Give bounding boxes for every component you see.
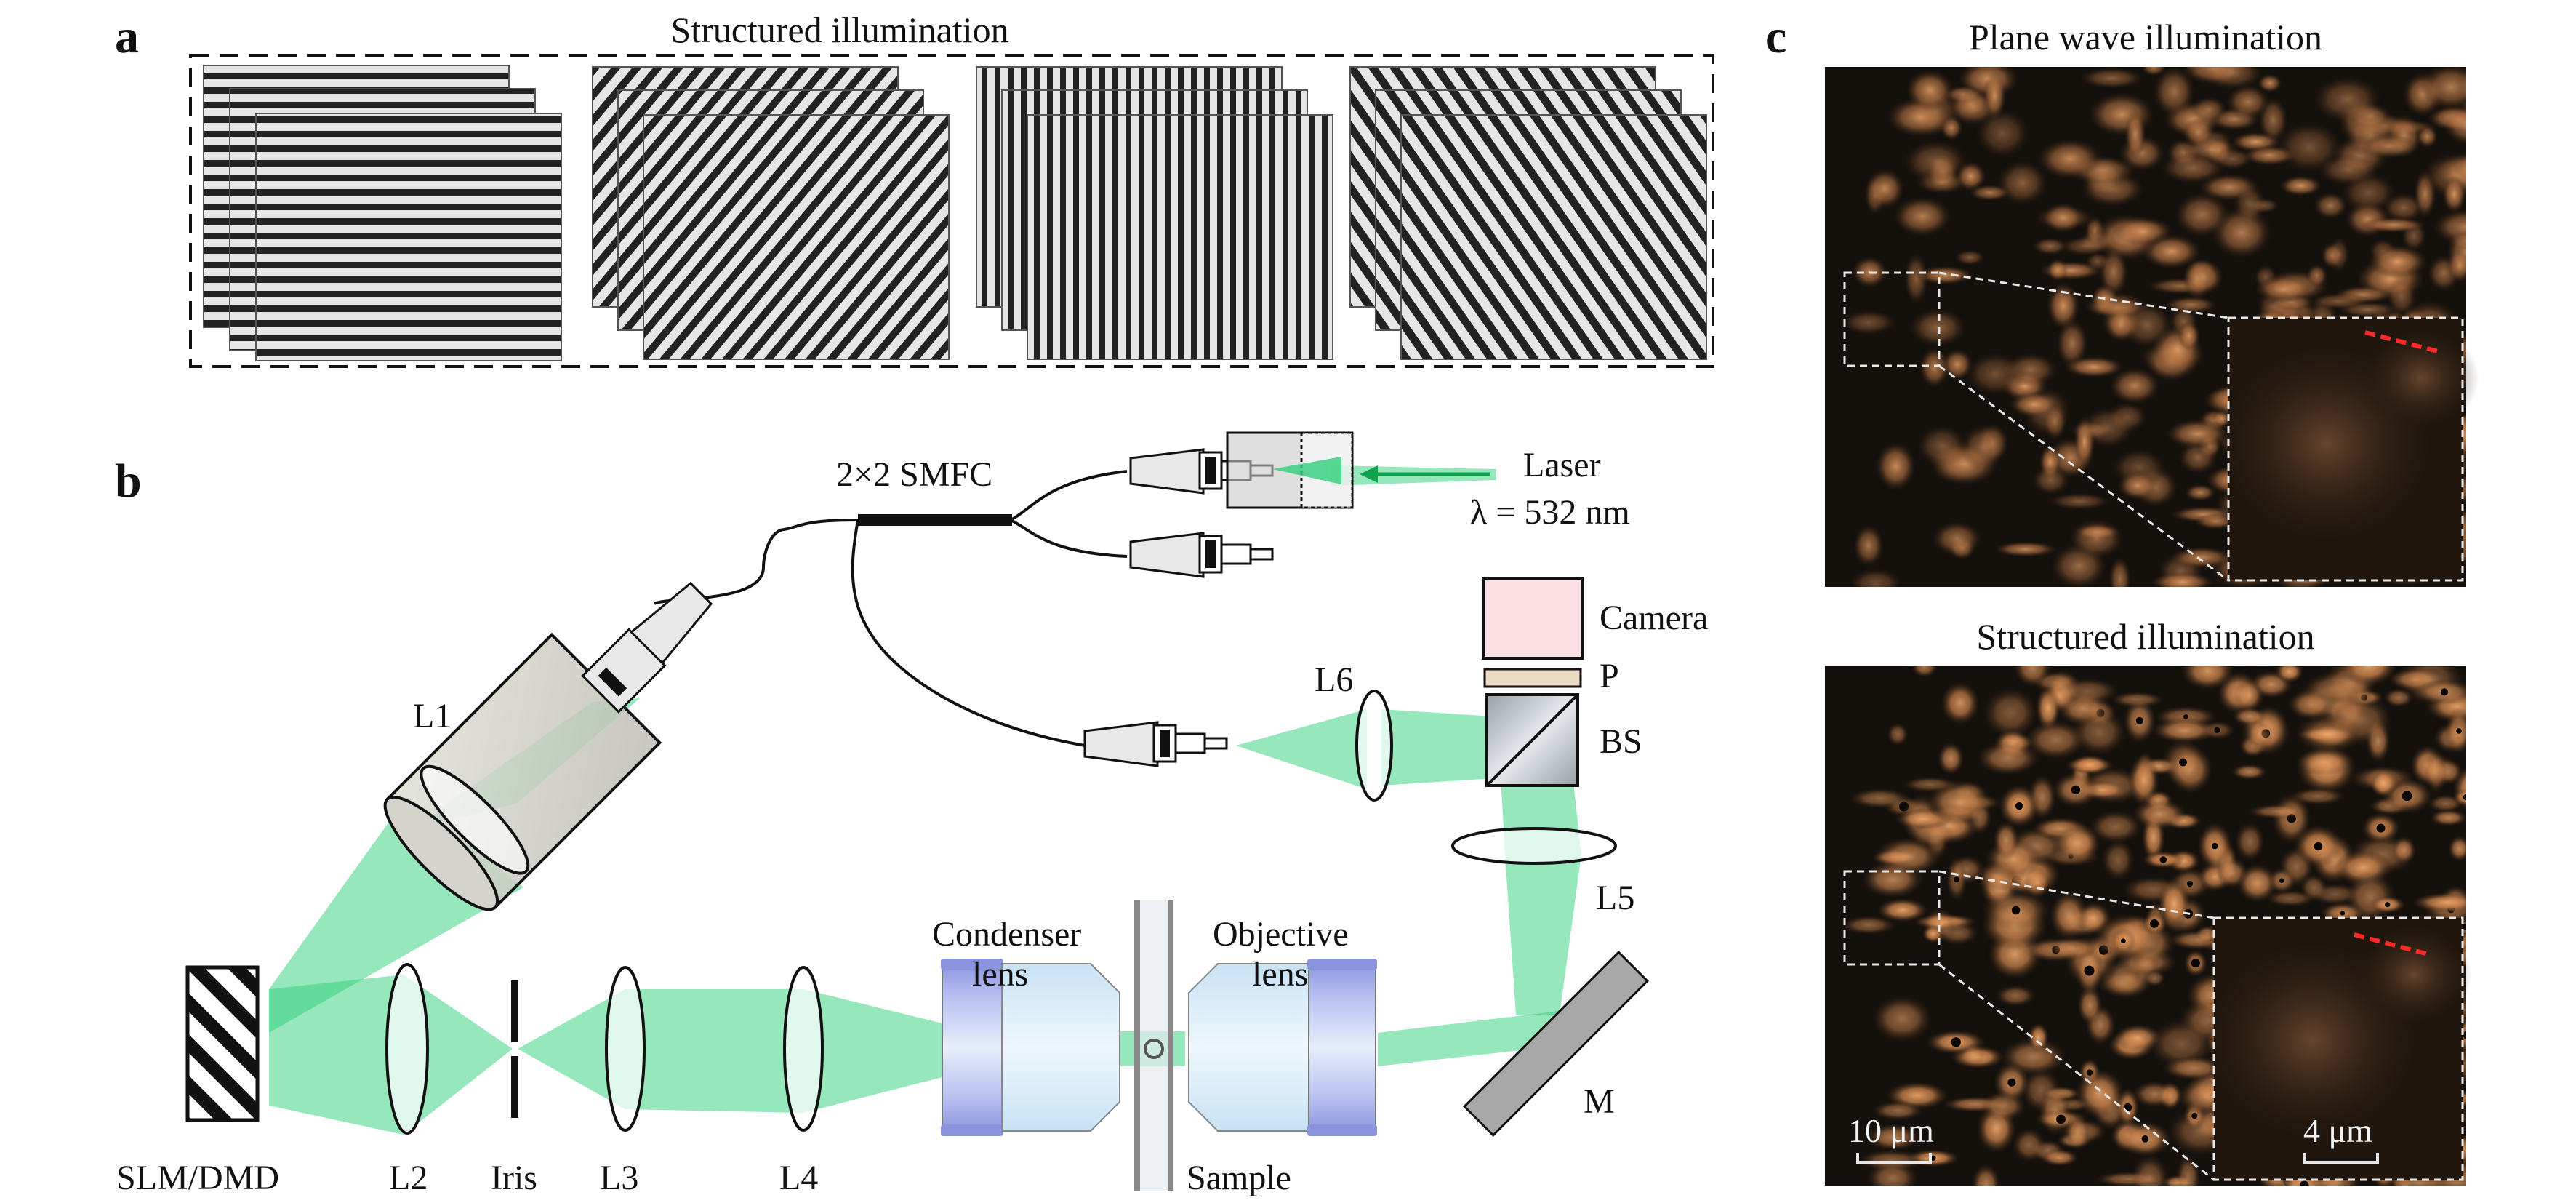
condenser-lens [941,959,1120,1136]
objective-label-line2: lens [1252,955,1308,994]
panel-a: a Structured illumination [115,9,1714,368]
beam-splitter [1485,693,1579,787]
slm-label: SLM/DMD [116,1159,279,1197]
lens-l2 [385,963,429,1135]
smfc-coupler-body [858,514,1012,526]
pattern-stack-diagonal-2 [1349,66,1707,360]
lens-l3 [605,966,646,1132]
l2-label: L2 [389,1159,428,1197]
red-marker-line-top [2364,330,2439,353]
polarizer-p [1483,668,1582,688]
plane-wave-title: Plane wave illumination [1969,17,2322,57]
l4-label: L4 [779,1159,818,1197]
sample-label: Sample [1187,1159,1291,1197]
objective-label-line1: Objective [1213,915,1349,954]
panel-letter-a: a [115,10,139,63]
zoom-region-top [1843,271,2229,582]
l5-label: L5 [1596,879,1634,917]
fiber-cables [654,470,1128,747]
pattern-stack-horizontal [203,65,562,361]
inset-bottom [2203,916,2472,1181]
laser-label: Laser [1523,446,1601,484]
collimator-l1 [383,581,713,911]
zoom-region-bottom [1843,870,2215,1181]
lens-l6 [1355,690,1393,802]
fiber-connector-laser [1129,431,1490,509]
panel-letter-c: c [1765,10,1786,63]
m-label: M [1584,1082,1615,1121]
lens-l5 [1451,827,1617,865]
mirror-m [1463,951,1649,1137]
objective-lens [1188,959,1377,1136]
sample-slide [1134,900,1173,1191]
iris-label: Iris [491,1159,537,1197]
iris-aperture [511,980,518,1118]
fiber-connector-reference [1083,721,1228,767]
scalebar-main: 10 μm [1848,1112,1934,1164]
scalebar-inset-label: 4 μm [2303,1112,2372,1149]
camera [1482,577,1584,660]
structured-illumination-title-a: Structured illumination [670,9,1008,50]
structured-illumination-title-c: Structured illumination [1976,616,2314,657]
l6-label: L6 [1315,660,1353,699]
l3-label: L3 [600,1159,638,1197]
l1-label: L1 [413,697,452,735]
pattern-group-frame [189,54,1714,368]
pattern-stack-vertical [976,66,1333,360]
wavelength-label: λ = 532 nm [1470,493,1630,532]
red-marker-line-bottom [2354,932,2429,956]
p-label: P [1600,657,1619,695]
condenser-label-line1: Condenser [932,915,1081,954]
smfc-label: 2×2 SMFC [836,455,992,494]
bs-label: BS [1600,722,1642,761]
camera-label: Camera [1600,599,1708,637]
panel-b: b [115,431,1708,1197]
scalebar-main-label: 10 μm [1848,1112,1934,1149]
panel-letter-b: b [115,455,142,508]
condenser-label-line2: lens [972,955,1028,994]
panel-c: c Plane wave illumination Structured ill… [1765,10,2479,1186]
lens-l4 [783,966,824,1132]
scalebar-inset: 4 μm [2303,1112,2379,1164]
inset-top [2218,316,2479,582]
fiber-connector-unused [1129,532,1274,578]
slm-dmd-device [185,965,260,1122]
pattern-stack-diagonal-1 [592,66,950,360]
